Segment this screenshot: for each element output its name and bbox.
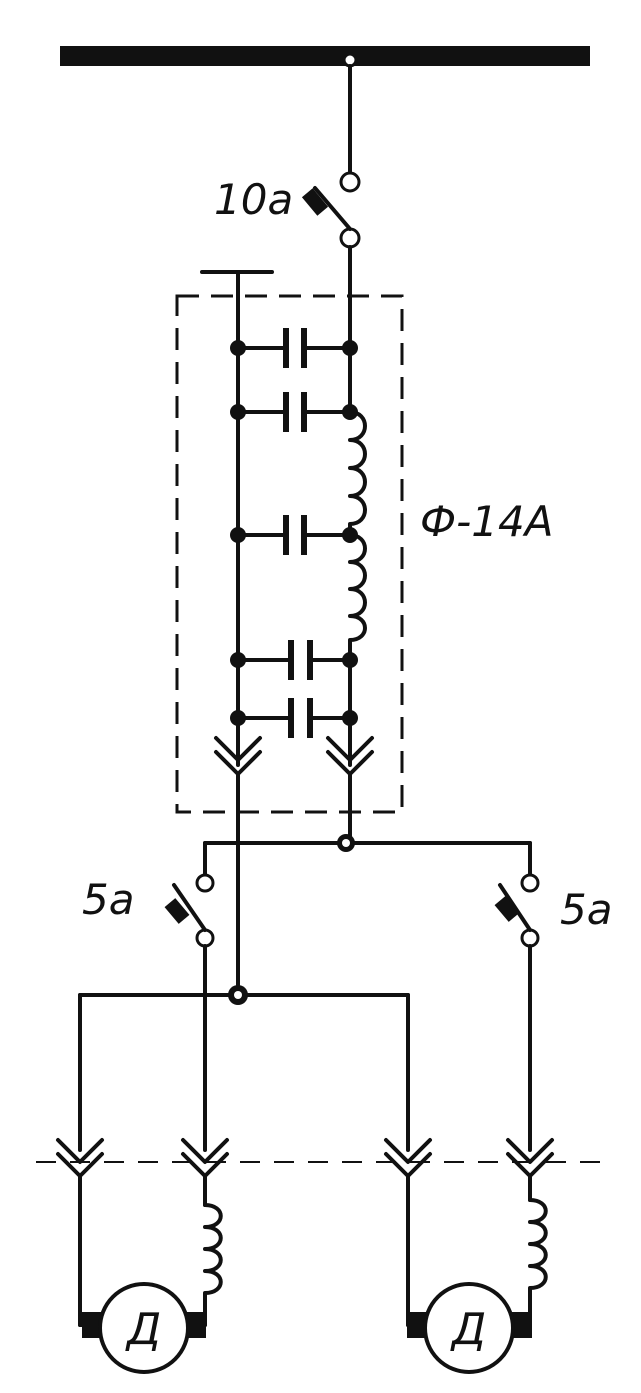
filter-capacitor-2 <box>236 392 352 432</box>
left-motor <box>78 1282 207 1374</box>
filter-capacitor-3 <box>236 515 352 555</box>
filter-enclosure <box>175 294 404 814</box>
filter-capacitor-4 <box>236 640 352 680</box>
motor-connector-2 <box>181 1138 229 1207</box>
right-motor-label: Д <box>450 1304 486 1355</box>
upper-distribution-bus <box>203 834 532 877</box>
right-field-winding <box>528 1198 548 1327</box>
right-breaker-label: 5а <box>560 885 612 934</box>
filter-connector-left <box>214 716 262 987</box>
right-motor <box>406 1282 532 1374</box>
filter-inductor-2 <box>348 533 367 662</box>
left-breaker <box>164 873 215 1152</box>
motor-connector-3 <box>384 1138 432 1327</box>
filter-capacitor-1 <box>236 328 352 368</box>
left-field-winding <box>203 1203 223 1327</box>
left-breaker-label: 5а <box>82 875 134 924</box>
main-breaker <box>301 64 361 347</box>
main-busbar <box>60 46 590 68</box>
lower-distribution-bus <box>78 985 410 1152</box>
filter-label: Ф-14А <box>420 497 554 546</box>
left-motor-label: Д <box>125 1304 161 1355</box>
right-breaker <box>494 873 540 1152</box>
filter-inductor-1 <box>348 410 367 537</box>
filter-capacitor-5 <box>236 698 352 738</box>
filter-junctions <box>230 340 358 726</box>
filter-connector-right <box>326 716 374 845</box>
main-breaker-label: 10а <box>214 175 293 224</box>
motor-connector-4 <box>506 1138 554 1202</box>
motor-connector-1 <box>56 1138 104 1327</box>
